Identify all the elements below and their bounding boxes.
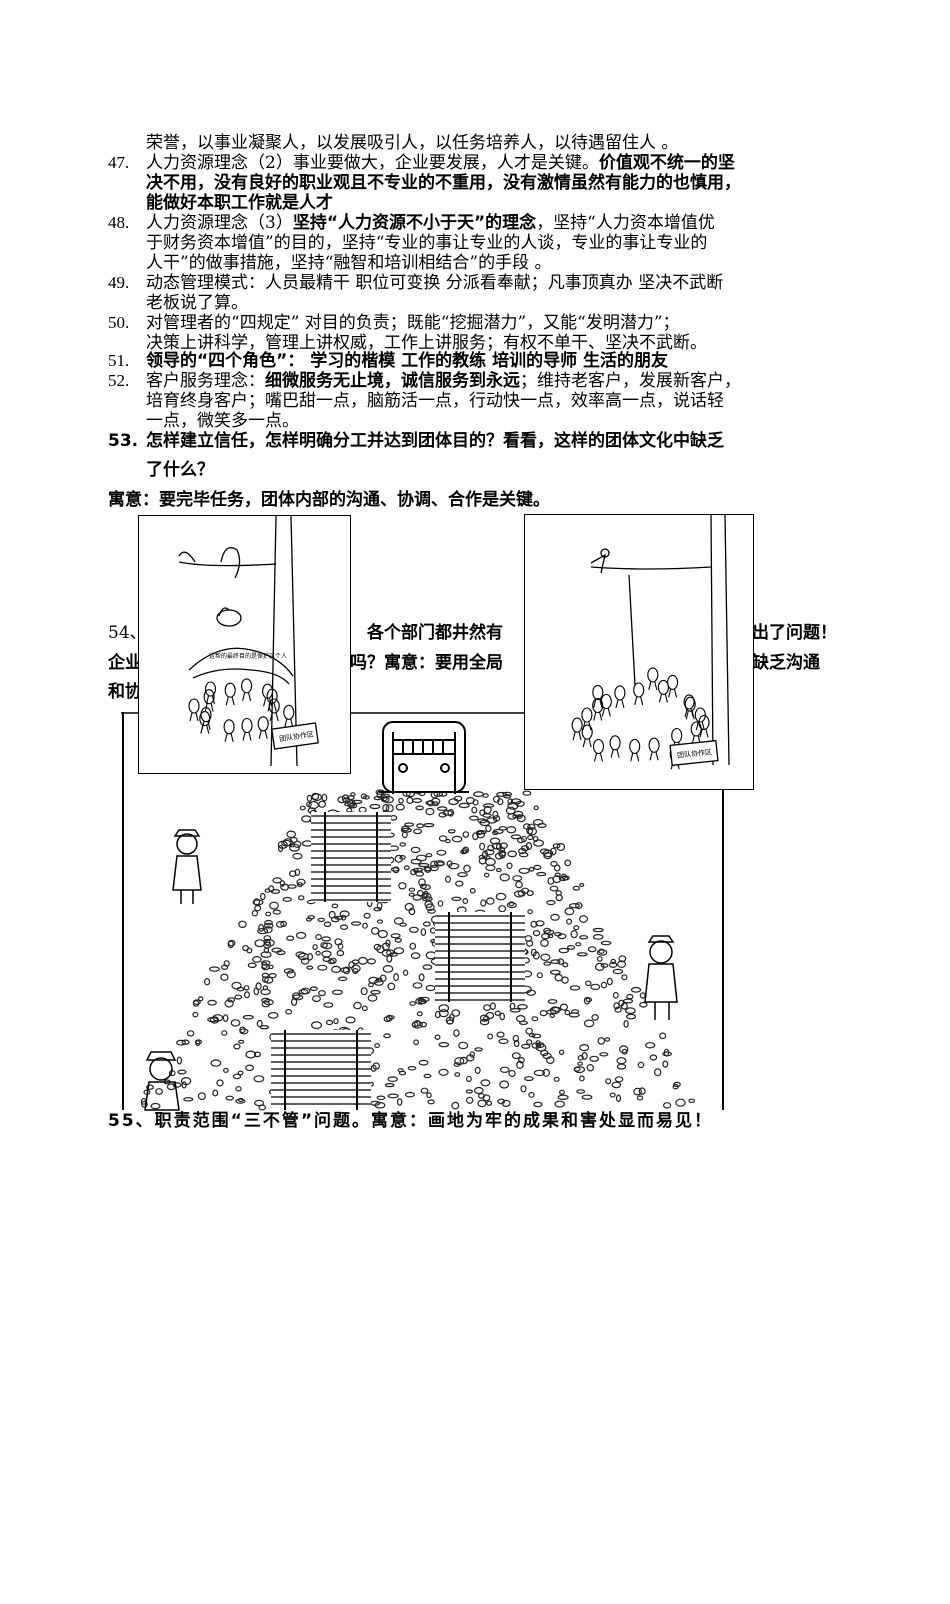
item-54-prefix: 54、 bbox=[108, 623, 147, 643]
item-54-line-3-left: 和协 bbox=[108, 682, 142, 702]
guard-left-upper bbox=[172, 829, 202, 904]
text: 客户服务理念： bbox=[146, 371, 265, 391]
item-54-line-2-mid: 吗？寓意：要用全局 bbox=[350, 653, 503, 673]
cartoon-chaotic-team: 团队协作区 bbox=[524, 514, 754, 790]
item-line: 培育终身客户；嘴巴甜一点，脑筋活一点，行动快一点，效率高一点，说话轻 bbox=[146, 391, 724, 411]
guard-left-lower bbox=[144, 1051, 180, 1111]
item-number: 50. bbox=[108, 313, 130, 332]
item-line: 一点，微笑多一点。 bbox=[146, 411, 299, 431]
bold-text: 细微服务无止境，诚信服务到永远 bbox=[265, 371, 520, 391]
item-line: 能做好本职工作就是人才 bbox=[146, 193, 333, 213]
bold-text: 决不用，没有良好的职业观且不专业的不重用，没有激情虽然有能力的也慎用， bbox=[146, 173, 741, 193]
text: ，坚持“人力资本增值优 bbox=[536, 213, 715, 233]
item-number: 49. bbox=[108, 273, 130, 292]
text: 于财务资本增值”的目的，坚持“专业的事让专业的人谈，专业的事让专业的 bbox=[146, 233, 708, 253]
item-53-moral: 寓意：要完毕任务，团体内部的沟通、协调、合作是关键。 bbox=[108, 490, 550, 510]
item-number: 48. bbox=[108, 213, 130, 232]
item-line: 动态管理模式：人员最精干 职位可变换 分派看奉献；凡事顶真办 坚决不武断 bbox=[146, 273, 723, 293]
item-line: 人力资源理念（2）事业要做大，企业要发展，人才是关键。价值观不统一的坚 bbox=[146, 153, 735, 173]
text: 对管理者的“四规定” 对目的负责；既能“挖掘潜力”，又能“发明潜力”； bbox=[146, 313, 680, 333]
item-line: 人干”的做事措施，坚持“融智和培训相结合”的手段 。 bbox=[146, 253, 551, 273]
item-54-suffix: 出了问题！ bbox=[752, 623, 837, 643]
guard-right bbox=[644, 935, 678, 1020]
railway-cartoon bbox=[121, 712, 725, 1111]
item-54-line-2-left: 企业 bbox=[108, 653, 142, 673]
intro-line: 荣誉，以事业凝聚人，以发展吸引人，以任务培养人，以待遇留住人 。 bbox=[146, 133, 679, 153]
text: 决策上讲科学，管理上讲权威，工作上讲服务；有权不单干、坚决不武断。 bbox=[146, 333, 707, 353]
item-number: 51. bbox=[108, 351, 130, 370]
item-line: 客户服务理念：细微服务无止境，诚信服务到永远；维持老客户，发展新客户， bbox=[146, 371, 741, 391]
text: ；维持老客户，发展新客户， bbox=[520, 371, 741, 391]
item-number: 47. bbox=[108, 153, 130, 172]
item-line: 于财务资本增值”的目的，坚持“专业的事让专业的人谈，专业的事让专业的 bbox=[146, 233, 707, 253]
item-line: 老板说了算。 bbox=[146, 293, 248, 313]
item-53-number: 53. bbox=[108, 431, 139, 451]
item-55: 55、职责范围“三不管”问题。寓意：画地为牢的成果和害处显而易见！ bbox=[108, 1111, 714, 1131]
text: 人力资源理念（2）事业要做大，企业要发展，人才是关键。 bbox=[146, 153, 599, 173]
text: 一点，微笑多一点。 bbox=[146, 411, 299, 431]
item-line: 人力资源理念（3）坚持“人力资源不小于天”的理念，坚持“人力资本增值优 bbox=[146, 213, 715, 233]
bold-text: 坚持“人力资源不小于天”的理念 bbox=[292, 213, 537, 233]
cartoon-united-team: 这帮的最终目的是保护这个人 团队协作区 bbox=[138, 515, 351, 774]
bold-text: 能做好本职工作就是人才 bbox=[146, 193, 333, 213]
item-line: 领导的“四个角色”： 学习的楷模 工作的教练 培训的导师 生活的朋友 bbox=[146, 351, 668, 371]
item-line: 对管理者的“四规定” 对目的负责；既能“挖掘潜力”，又能“发明潜力”； bbox=[146, 313, 680, 333]
item-54-line-2-right: 缺乏沟通 bbox=[752, 653, 820, 673]
bold-text: 领导的“四个角色”： 学习的楷模 工作的教练 培训的导师 生活的朋友 bbox=[146, 351, 669, 371]
item-54-mid: 各个部门都井然有 bbox=[367, 623, 503, 643]
item-line: 决策上讲科学，管理上讲权威，工作上讲服务；有权不单干、坚决不武断。 bbox=[146, 333, 707, 353]
text: 老板说了算。 bbox=[146, 293, 248, 313]
item-53-line-1: 怎样建立信任，怎样明确分工并达到团体目的？看看，这样的团体文化中缺乏 bbox=[146, 431, 724, 451]
cartoon-left-caption: 这帮的最终目的是保护这个人 bbox=[209, 652, 287, 660]
cartoon-right-sign: 团队协作区 bbox=[677, 747, 713, 760]
text: 培育终身客户；嘴巴甜一点，脑筋活一点，行动快一点，效率高一点，说话轻 bbox=[146, 391, 724, 411]
item-53-line-2: 了什么？ bbox=[146, 460, 214, 480]
text: 动态管理模式：人员最精干 职位可变换 分派看奉献；凡事顶真办 坚决不武断 bbox=[146, 273, 724, 293]
text: 人力资源理念（3） bbox=[146, 213, 293, 233]
bold-text: 价值观不统一的坚 bbox=[598, 153, 735, 173]
item-number: 52. bbox=[108, 371, 130, 390]
text: 人干”的做事措施，坚持“融智和培训相结合”的手段 。 bbox=[146, 253, 552, 273]
item-line: 决不用，没有良好的职业观且不专业的不重用，没有激情虽然有能力的也慎用， bbox=[146, 173, 741, 193]
